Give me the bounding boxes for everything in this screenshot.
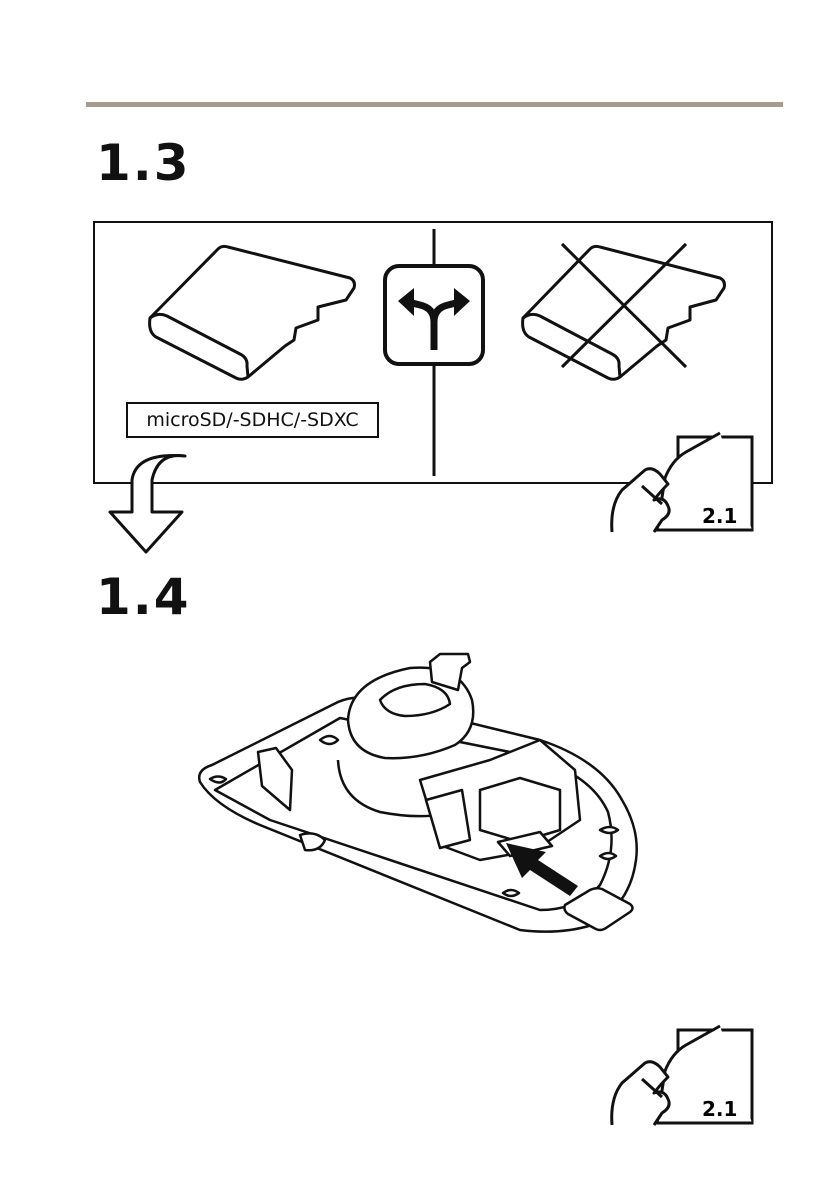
- ref-label-2: 2.1: [702, 1097, 737, 1121]
